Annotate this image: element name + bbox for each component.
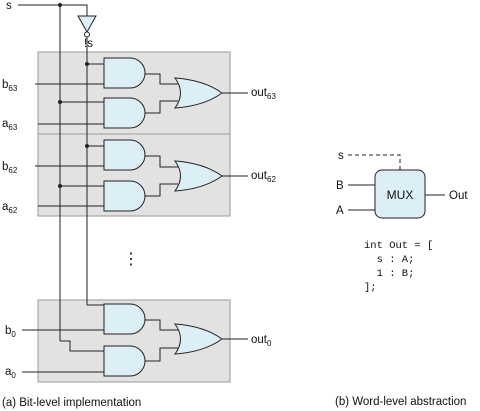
code-line-4: ]; xyxy=(364,282,377,294)
stage-62-a-label: a62 xyxy=(2,201,18,215)
stage-0-or-gate xyxy=(173,323,223,355)
bit-level-caption: (a) Bit-level implementation xyxy=(2,397,141,409)
code-line-3: 1 : B; xyxy=(364,268,414,280)
stage-0-and-gate-a xyxy=(103,345,146,377)
word-input-b-label: B xyxy=(336,180,344,192)
code-line-2: s : A; xyxy=(364,254,414,266)
stage-63-or-gate xyxy=(173,77,223,109)
stage-63-out-label: out63 xyxy=(251,87,276,101)
inverter-gate xyxy=(77,15,97,38)
stage-0-out-label: out0 xyxy=(251,334,272,348)
select-wires xyxy=(18,3,88,341)
stage-62-wires xyxy=(35,144,248,207)
stage-0-and-gate-b xyxy=(103,303,146,335)
mux-label: MUX xyxy=(387,188,414,202)
stage-0-b-label: b0 xyxy=(5,325,16,339)
ellipsis: ⋮ xyxy=(123,251,139,268)
stage-62-and-gate-a xyxy=(103,180,146,212)
word-output-label: Out xyxy=(449,190,468,202)
stage-63-a-label: a63 xyxy=(2,118,18,132)
stage-63-b-label: b63 xyxy=(2,79,18,93)
stage-0-a-label: a0 xyxy=(5,366,16,380)
inverted-select-label: !s xyxy=(84,38,93,50)
select-label: s xyxy=(6,0,12,12)
stage-62-or-gate xyxy=(173,160,223,192)
stage-62-b-label: b62 xyxy=(2,161,18,175)
stage-63-and-gate-a xyxy=(103,97,146,129)
hcl-code-block: int Out = [ s : A; 1 : B; ]; xyxy=(364,240,433,294)
stage-63-wires xyxy=(35,62,248,125)
stage-62-and-gate-b xyxy=(103,139,146,171)
word-level-caption: (b) Word-level abstraction xyxy=(335,396,466,408)
mux-block xyxy=(374,169,426,219)
code-line-1: int Out = [ xyxy=(364,240,433,252)
word-level-wires xyxy=(348,154,445,211)
stage-63-and-gate-b xyxy=(103,57,146,89)
word-input-a-label: A xyxy=(336,205,344,217)
stage-62-out-label: out62 xyxy=(251,170,276,184)
word-select-label: s xyxy=(338,150,344,162)
